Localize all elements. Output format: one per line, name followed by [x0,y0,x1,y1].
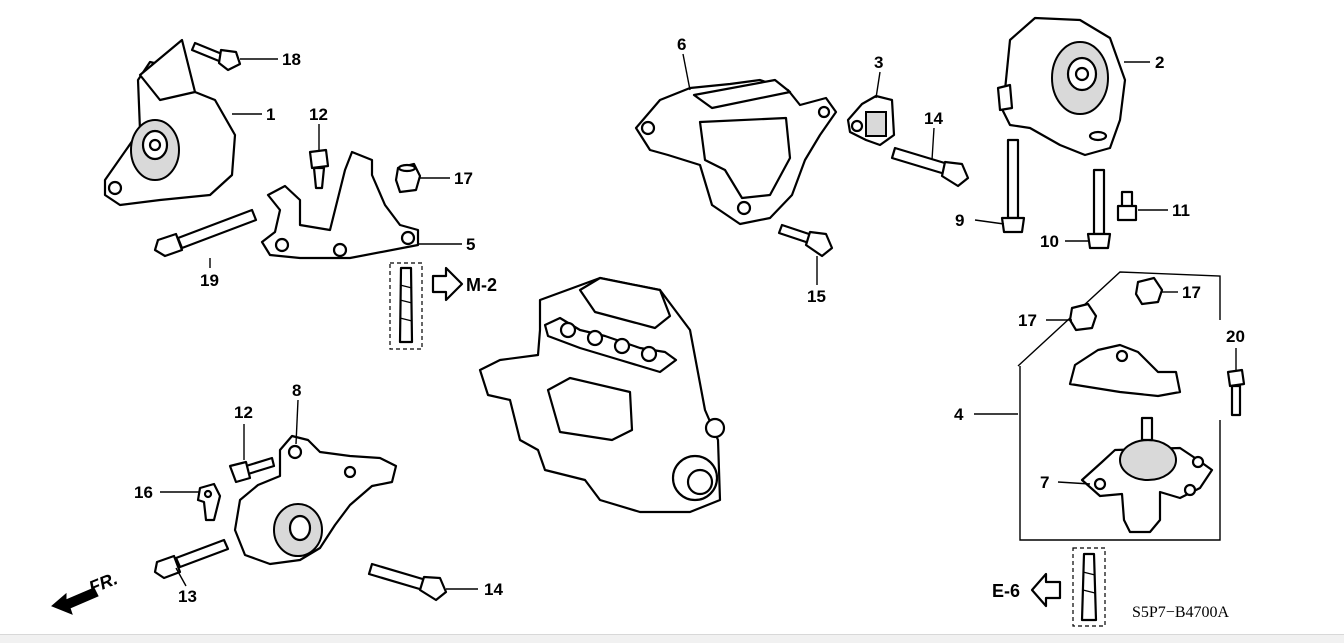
callout-17-right-b: 17 [1018,311,1037,330]
part-14-bolt-upper [890,146,970,188]
part-20-bolt [1226,368,1246,417]
callout-4: 4 [954,405,964,424]
callout-17-right-a: 17 [1182,283,1201,302]
part-1-left-mount [103,38,237,207]
callout-17-upper: 17 [454,169,473,188]
part-3-bracket [846,94,896,147]
part-19-long-bolt [153,208,258,258]
callout-14-upper: 14 [924,109,943,128]
callout-8: 8 [292,381,301,400]
callout-19: 19 [200,271,219,290]
engine-block [478,276,726,514]
callout-2: 2 [1155,53,1164,72]
part-13-bolt [153,538,230,580]
ref-e6-label: E-6 [992,581,1020,601]
e6-stud-box [1030,547,1106,627]
callout-15: 15 [807,287,826,306]
callout-10: 10 [1040,232,1059,251]
part-10-bolt [1086,168,1112,250]
diagram-code: S5P7−B4700A [1132,604,1229,621]
part-2-right-mount [996,16,1127,157]
callout-1: 1 [266,105,275,124]
part-9-bolt [1000,138,1026,234]
front-direction-arrow [51,587,99,615]
callout-12-lower: 12 [234,403,253,422]
callout-6: 6 [677,35,686,54]
part-5-bracket [260,150,420,260]
part-11-bolt [1116,190,1138,222]
part-12-bolt-lower [228,456,276,484]
m2-stud-box [389,262,464,350]
callout-7: 7 [1040,473,1049,492]
callout-13: 13 [178,587,197,606]
part-17-nut-right-b [1068,302,1098,332]
callout-9: 9 [955,211,964,230]
part-17-nut-upper [394,162,422,194]
part-15-bolt [777,223,834,258]
callout-18: 18 [282,50,301,69]
part-7-lower-mount [1080,416,1214,534]
part-4-assembly-frame [1017,271,1221,541]
callout-11: 11 [1172,201,1190,220]
ref-m2-label: M-2 [466,275,497,295]
part-6-bracket [634,78,838,226]
part-16-clip [196,482,222,522]
callout-12-upper: 12 [309,105,328,124]
part-18-bolt [190,41,242,72]
front-direction-label: FR. [86,568,120,597]
part-12-bolt-upper [308,148,330,190]
part-4-upper-bracket [1068,343,1182,398]
callout-14-lower: 14 [484,580,503,599]
callout-16: 16 [134,483,153,502]
callout-3: 3 [874,53,883,72]
leader-lines [160,53,1237,590]
part-8-lower-mount [233,434,398,566]
bottom-scroll-bar [0,634,1344,643]
callout-5: 5 [466,235,475,254]
part-17-nut-right-a [1134,276,1164,306]
callout-20: 20 [1226,327,1245,346]
part-14-bolt-lower [367,562,448,602]
